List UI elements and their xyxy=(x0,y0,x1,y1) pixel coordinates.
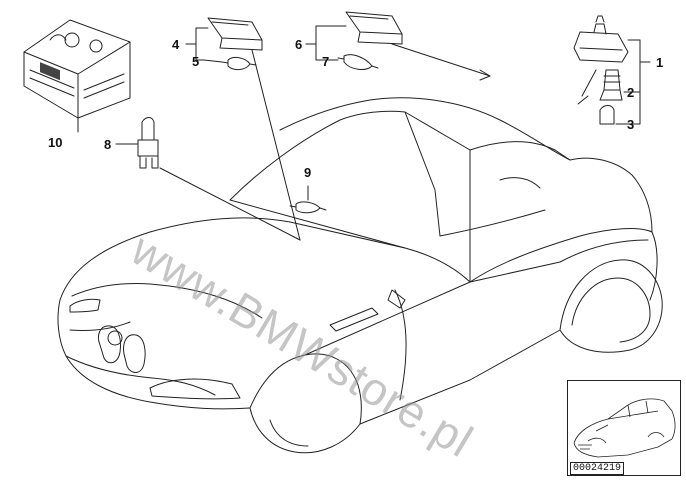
callout-6: 6 xyxy=(295,37,303,52)
festoon-bulb-9 xyxy=(289,201,327,214)
boot-lamp-assembly xyxy=(573,15,629,125)
courtesy-lamp-left xyxy=(207,17,301,241)
wedge-bulb-socket xyxy=(137,117,301,241)
callout-1: 1 xyxy=(656,55,664,70)
callout-2: 2 xyxy=(627,85,635,100)
festoon-bulb-5 xyxy=(221,56,257,71)
thumbnail-car-icon xyxy=(573,398,676,458)
callout-4: 4 xyxy=(172,37,180,52)
festoon-bulb-7 xyxy=(337,54,379,70)
callout-5: 5 xyxy=(192,54,200,69)
car-outline xyxy=(57,97,663,454)
callout-10: 10 xyxy=(48,135,63,150)
callout-8: 8 xyxy=(104,137,112,152)
courtesy-lamp-right xyxy=(345,11,491,81)
callout-3: 3 xyxy=(627,117,635,132)
inset-code-label: 00024219 xyxy=(570,462,625,475)
callout-7: 7 xyxy=(322,54,330,69)
leader-lines xyxy=(77,25,651,201)
overview-thumbnail xyxy=(567,380,681,476)
callout-9: 9 xyxy=(304,165,312,180)
bulb-kit-box xyxy=(23,19,131,119)
